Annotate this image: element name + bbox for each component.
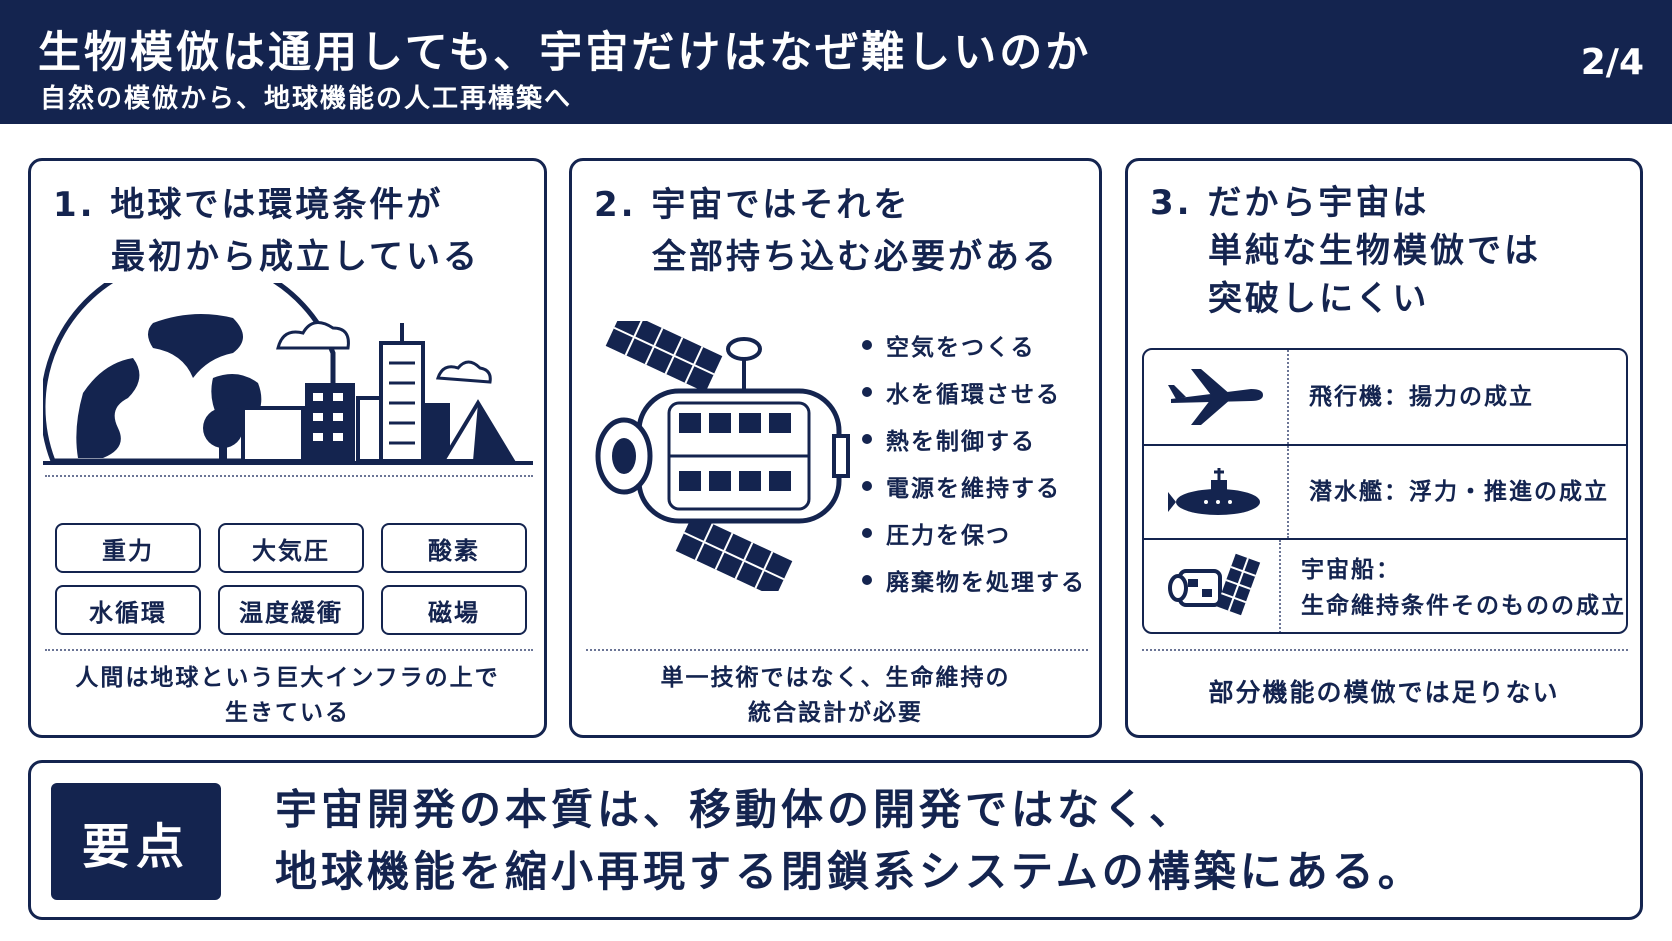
building — [305, 383, 355, 461]
continent-shape — [148, 314, 243, 378]
panel-title: 3. だから宇宙は 単純な生物模倣では 突破しにくい — [1150, 179, 1541, 323]
list-item: 電源を維持する — [862, 462, 1086, 509]
spacecraft-icon — [1167, 553, 1260, 616]
panel-title-line2: 全部持ち込む必要がある — [652, 237, 1059, 277]
cloud-icon — [435, 360, 492, 384]
panel-title-line1: 1. 地球では環境条件が — [53, 185, 444, 225]
footer-line2: 生きている — [225, 700, 350, 726]
summary-line2: 地球機能を縮小再現する閉鎖系システムの構築にある。 — [275, 847, 1424, 896]
table-row: 潜水艦：浮力・推進の成立 — [1144, 444, 1626, 538]
submarine-icon — [1167, 468, 1260, 515]
footer-line1: 人間は地球という巨大インフラの上で — [75, 665, 500, 691]
tree-icon — [203, 408, 243, 448]
page-subtitle: 自然の模倣から、地球機能の人工再構築へ — [40, 84, 573, 114]
summary-box: 要点 宇宙開発の本質は、移動体の開発ではなく、 地球機能を縮小再現する閉鎖系シス… — [28, 760, 1643, 920]
panel-biomimicry-limits: 3. だから宇宙は 単純な生物模倣では 突破しにくい 飛行機：揚力の成立 — [1125, 158, 1643, 738]
panel-space-requirements: 2. 宇宙ではそれを 全部持ち込む必要がある — [569, 158, 1102, 738]
building — [425, 403, 450, 461]
summary-text: 宇宙開発の本質は、移動体の開発ではなく、 地球機能を縮小再現する閉鎖系システムの… — [275, 779, 1424, 903]
list-item: 圧力を保つ — [862, 509, 1086, 556]
table-row: 宇宙船： 生命維持条件そのものの成立 — [1144, 538, 1626, 632]
footer-line1: 単一技術ではなく、生命維持の — [660, 665, 1011, 691]
condition-tags: 重力 大気圧 酸素 水循環 温度緩衝 磁場 — [55, 523, 527, 635]
tag-oxygen: 酸素 — [381, 523, 527, 573]
continent-shape — [76, 358, 140, 458]
summary-line1: 宇宙開発の本質は、移動体の開発ではなく、 — [275, 785, 1196, 834]
panel-footer: 単一技術ではなく、生命維持の 統合設計が必要 — [572, 661, 1099, 731]
header-bar: 生物模倣は通用しても、宇宙だけはなぜ難しいのか 自然の模倣から、地球機能の人工再… — [0, 0, 1672, 124]
row-text: 潜水艦：浮力・推進の成立 — [1309, 479, 1609, 505]
divider — [45, 475, 533, 477]
solar-panel-icon — [605, 321, 723, 393]
building — [241, 406, 305, 463]
panel-title-line1: 2. 宇宙ではそれを — [594, 185, 911, 225]
requirement-list: 空気をつくる 水を循環させる 熱を制御する 電源を維持する 圧力を保つ 廃棄物を… — [862, 321, 1086, 603]
tag-air-pressure: 大気圧 — [218, 523, 364, 573]
tag-water-cycle: 水循環 — [55, 585, 201, 635]
list-item: 空気をつくる — [862, 321, 1086, 368]
panel-title-line2: 単純な生物模倣では — [1208, 231, 1541, 271]
list-item: 廃棄物を処理する — [862, 556, 1086, 603]
divider — [1142, 649, 1628, 651]
antenna-dish-icon — [726, 337, 762, 361]
comparison-table: 飛行機：揚力の成立 潜水艦：浮力・推進の成立 — [1142, 348, 1628, 634]
panel-title-line2: 最初から成立している — [111, 237, 480, 277]
summary-label: 要点 — [51, 783, 221, 900]
cloud-icon — [276, 321, 350, 350]
list-item: 水を循環させる — [862, 368, 1086, 415]
airplane-icon — [1167, 369, 1263, 425]
space-station-illustration — [595, 321, 850, 591]
table-row: 飛行機：揚力の成立 — [1144, 350, 1626, 444]
panel-title-line1: 3. だから宇宙は — [1150, 183, 1430, 223]
tag-temperature-buffer: 温度緩衝 — [218, 585, 364, 635]
panel-footer: 部分機能の模倣では足りない — [1208, 678, 1560, 707]
footer-line2: 統合設計が必要 — [748, 700, 923, 726]
row-text-line2: 生命維持条件そのものの成立 — [1301, 593, 1626, 619]
panel-title-line3: 突破しにくい — [1208, 279, 1430, 319]
solar-panel-icon — [675, 514, 793, 591]
panel-footer: 人間は地球という巨大インフラの上で 生きている — [31, 661, 544, 731]
list-item: 熱を制御する — [862, 415, 1086, 462]
row-text: 飛行機：揚力の成立 — [1309, 384, 1534, 410]
row-text: 宇宙船： — [1301, 557, 1401, 583]
page-number: 2/4 — [1580, 42, 1644, 83]
earth-city-illustration — [43, 283, 533, 465]
divider — [586, 649, 1088, 651]
page-title: 生物模倣は通用しても、宇宙だけはなぜ難しいのか — [38, 28, 1092, 78]
divider — [45, 649, 533, 651]
panel-title: 2. 宇宙ではそれを 全部持ち込む必要がある — [594, 179, 1059, 283]
panel-earth-conditions: 1. 地球では環境条件が 最初から成立している — [28, 158, 547, 738]
panel-title: 1. 地球では環境条件が 最初から成立している — [53, 179, 480, 283]
tag-magnetic-field: 磁場 — [381, 585, 527, 635]
tag-gravity: 重力 — [55, 523, 201, 573]
